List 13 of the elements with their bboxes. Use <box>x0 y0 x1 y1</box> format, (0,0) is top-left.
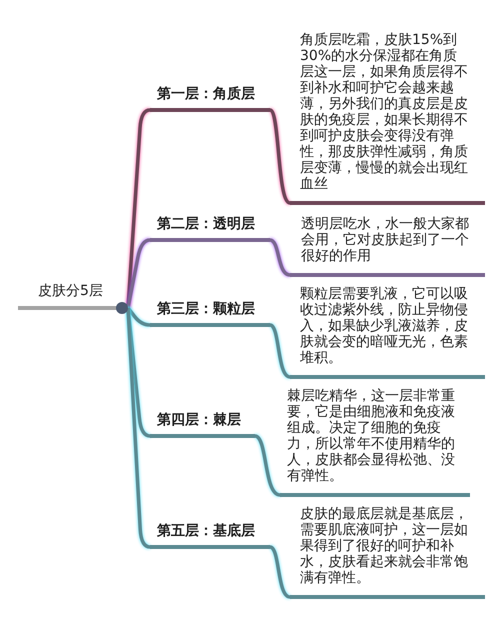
description-text: 角质层吃霜，皮肤15%到30%的水分保湿都在角质层这一层，如果角质层得不到补水和呵护它会越来越薄，另外我们的真皮层是皮肤的免疫层，如果长期得不到呵护皮肤会变得没有弹性，那皮肤弹性减弱，角质层变薄，慢慢的就会出现红血丝 <box>290 32 485 205</box>
branch-line <box>126 306 152 327</box>
description-text: 棘层吃精华，这一层非常重要，它是由细胞液和免疫液组成。决定了细胞的免疫力，所以常年不使用精华的人，皮肤都会显得松弛、没有弹性。 <box>280 388 470 497</box>
description-text: 颗粒层需要乳液，它可以吸收过滤紫外线，防止异物侵入，如果缺少乳液滋养，皮肤就会变的暗哑无光，色素堆积。 <box>290 286 485 379</box>
description-text: 皮肤的最底层就是基底层，需要肌底液呵护，这一层如果得到了很好的呵护和补水，皮肤看起来就会非常饱满有弹性。 <box>290 506 485 599</box>
topic-label: 第五层：基底层 <box>150 523 270 549</box>
topic-label: 第一层：角质层 <box>150 86 270 112</box>
topic-label: 第二层：透明层 <box>150 216 270 242</box>
branch-line <box>126 238 152 308</box>
branch-line <box>269 238 290 277</box>
topic-label: 第三层：颗粒层 <box>150 301 270 327</box>
description-text: 透明层吃水，水一般大家都会用，它对皮肤起到了一个很好的作用 <box>290 216 485 277</box>
topic-label: 第四层：棘层 <box>150 412 255 438</box>
